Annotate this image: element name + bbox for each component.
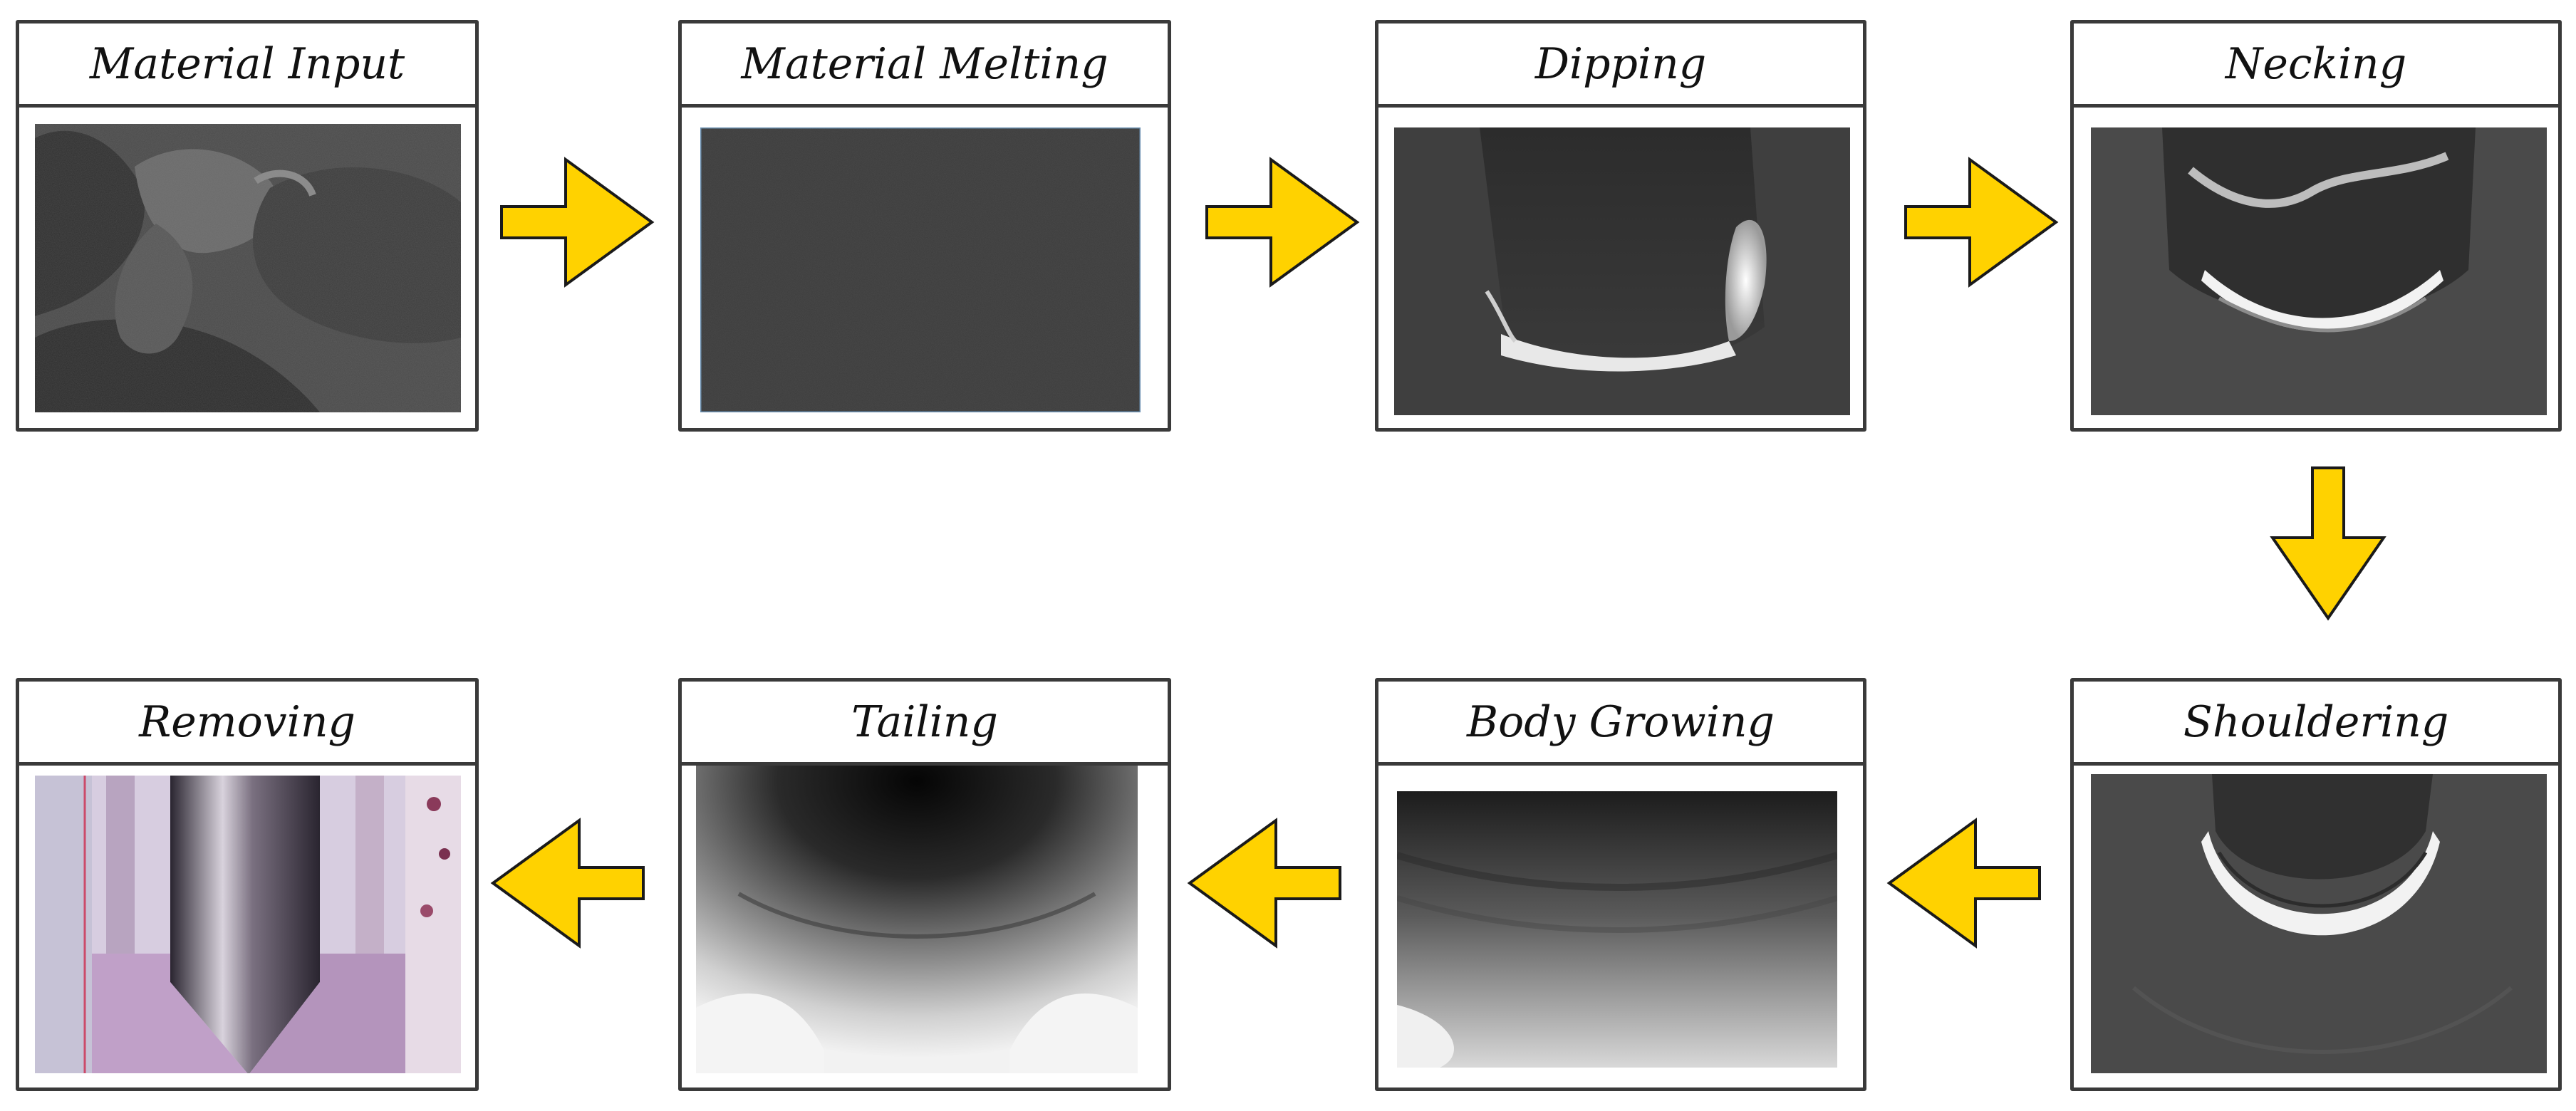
step-body-growing: Body Growing (1375, 678, 1866, 1091)
step-material-melting: Material Melting (678, 20, 1171, 432)
step-material-input: Material Input (16, 20, 479, 432)
dipping-image (1394, 127, 1850, 415)
removing-image (35, 776, 461, 1073)
block-arrow-icon (1187, 818, 1341, 949)
arrow-left-2 (1187, 818, 1341, 949)
arrow-down (2270, 466, 2387, 621)
step-removing: Removing (16, 678, 479, 1091)
step-label: Material Input (19, 24, 475, 108)
arrow-left-3 (490, 818, 645, 949)
arrow-left-1 (1886, 818, 2041, 949)
step-label: Body Growing (1378, 682, 1863, 766)
material-input-image (35, 124, 461, 412)
step-shouldering: Shouldering (2070, 678, 2562, 1091)
necking-image (2091, 127, 2547, 415)
step-label: Removing (19, 682, 475, 766)
tailing-image (696, 766, 1138, 1073)
step-tailing: Tailing (678, 678, 1171, 1091)
step-necking: Necking (2070, 20, 2562, 432)
step-label: Dipping (1378, 24, 1863, 108)
arrow-right-3 (1904, 157, 2059, 288)
step-label: Shouldering (2074, 682, 2558, 766)
block-arrow-icon (1886, 818, 2041, 949)
step-label: Necking (2074, 24, 2558, 108)
block-arrow-icon (1904, 157, 2059, 288)
arrow-right-1 (500, 157, 655, 288)
arrow-right-2 (1205, 157, 1360, 288)
step-dipping: Dipping (1375, 20, 1866, 432)
material-melting-image (700, 127, 1141, 412)
block-arrow-icon (1205, 157, 1360, 288)
step-label: Tailing (682, 682, 1168, 766)
block-arrow-icon (490, 818, 645, 949)
body-growing-image (1397, 791, 1837, 1068)
block-arrow-icon (500, 157, 655, 288)
shouldering-image (2091, 774, 2547, 1073)
step-label: Material Melting (682, 24, 1168, 108)
block-arrow-icon (2270, 466, 2387, 621)
